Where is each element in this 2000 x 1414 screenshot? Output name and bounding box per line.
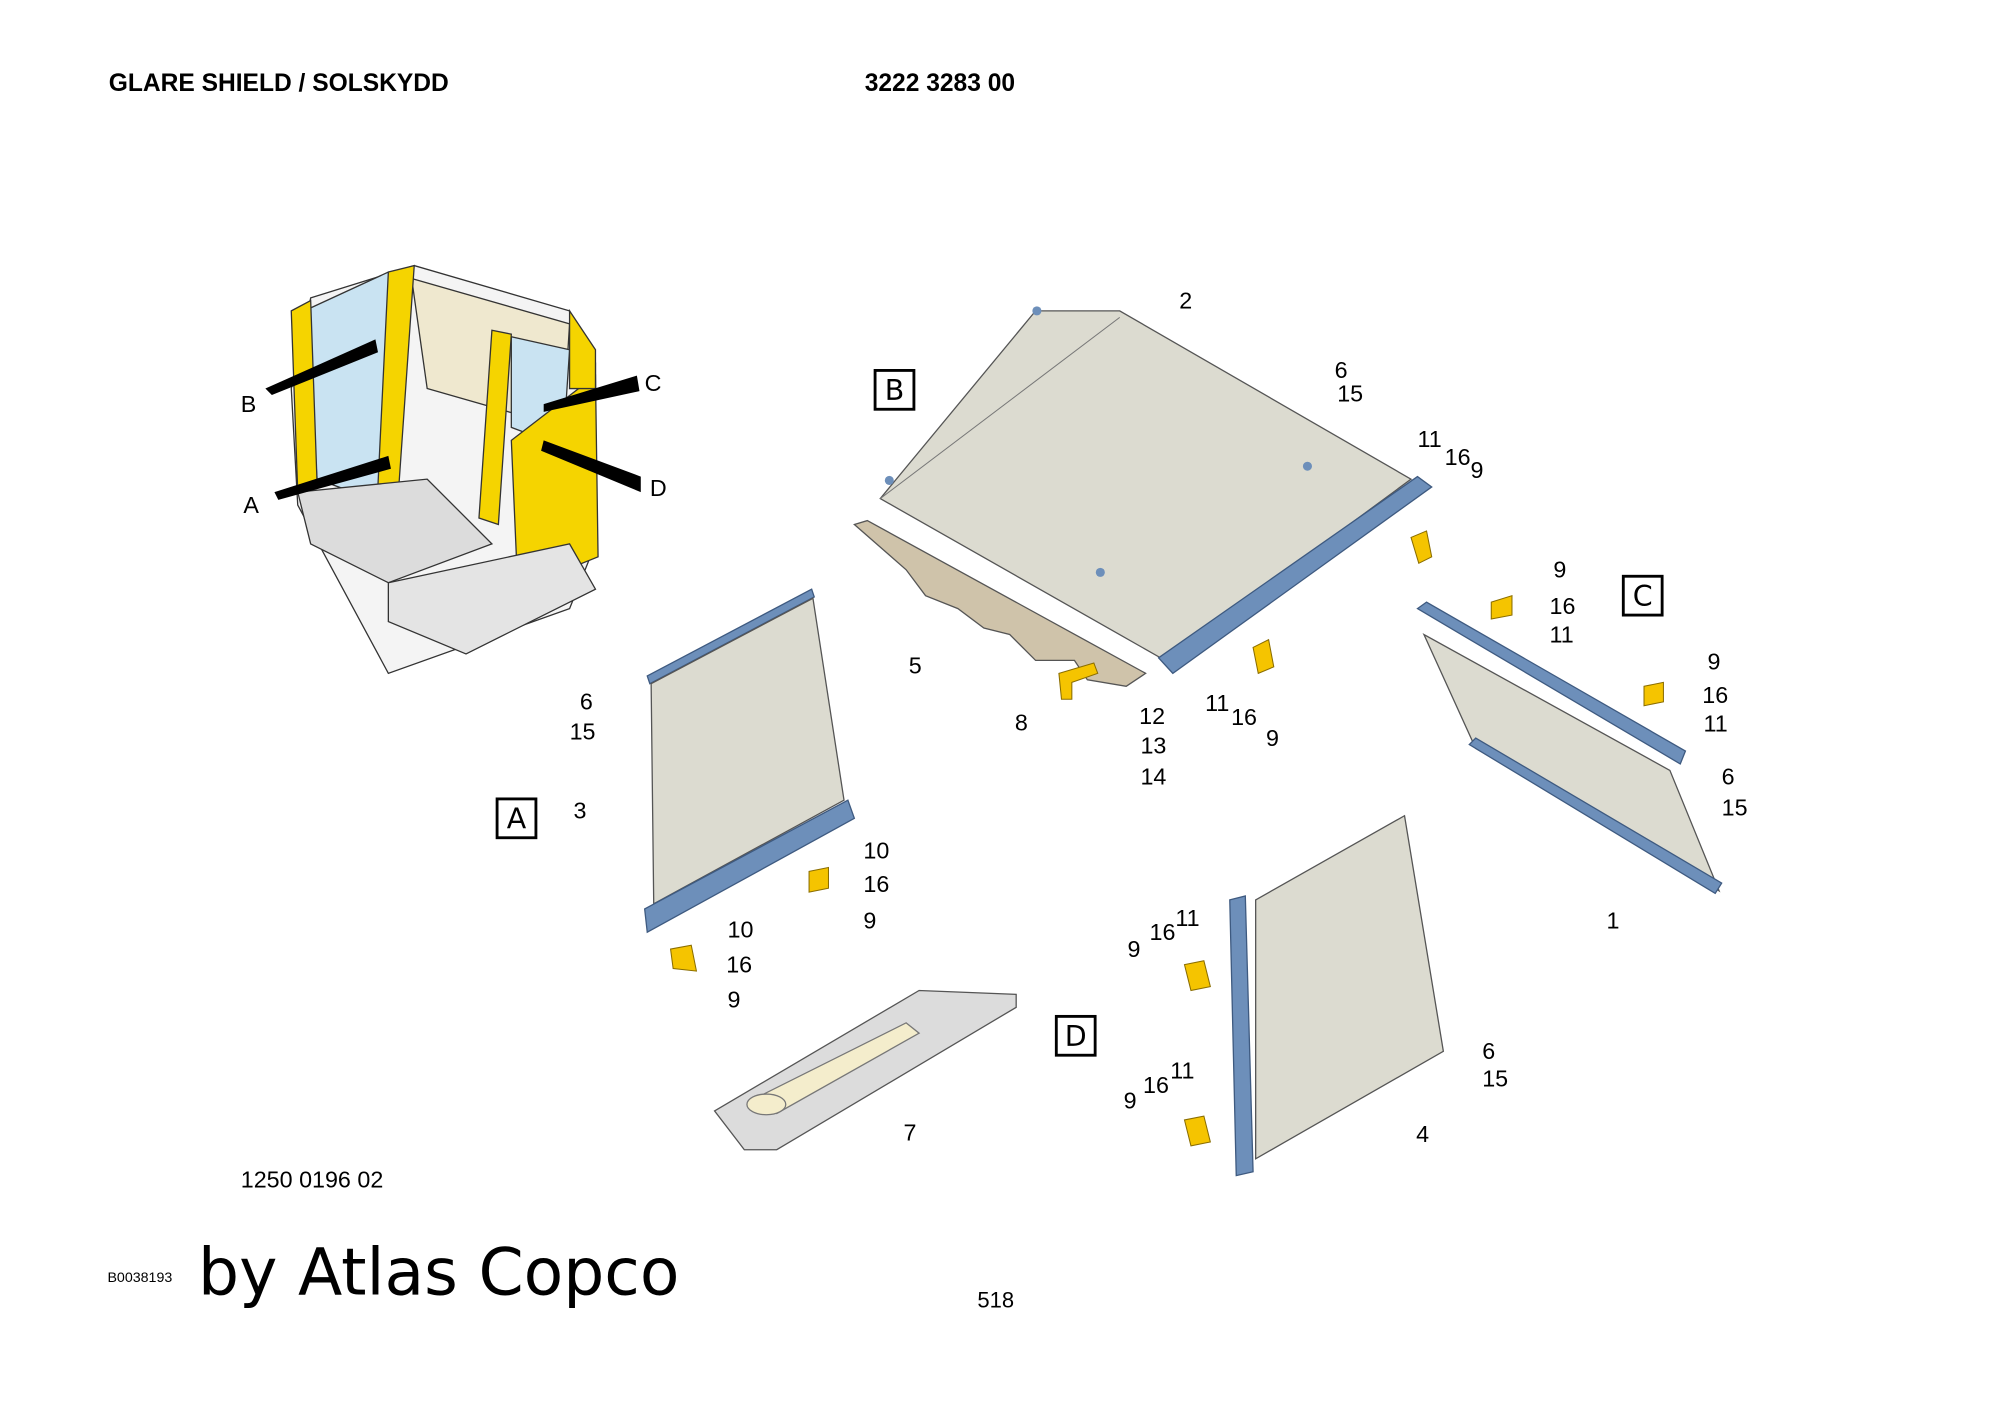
overview-label-a: A	[243, 492, 259, 518]
callout: 7	[904, 1120, 917, 1146]
callout: 4	[1416, 1121, 1429, 1147]
callout: 11	[1175, 905, 1199, 931]
callout: 9	[728, 986, 741, 1012]
callout: 9	[863, 907, 876, 933]
side-shield-part-1	[1416, 601, 1723, 895]
bracket-part-8	[1058, 662, 1099, 700]
callout: 16	[1150, 919, 1176, 945]
overview-label-c: C	[645, 370, 662, 396]
overview-label-b: B	[241, 391, 257, 417]
callout: 10	[728, 916, 754, 942]
callout: 16	[863, 871, 889, 897]
callout: 16	[1702, 682, 1728, 708]
callout: 9	[1128, 936, 1141, 962]
clip-icon	[1410, 530, 1433, 565]
callout: 8	[1015, 709, 1028, 735]
callout: 11	[1550, 621, 1574, 647]
svg-text:C: C	[1633, 580, 1653, 613]
callout: 16	[726, 951, 752, 977]
callout: 12	[1139, 703, 1165, 729]
callout: 6	[1482, 1038, 1495, 1064]
callout: 11	[1417, 426, 1441, 452]
callout: 2	[1179, 287, 1192, 313]
callout: 9	[1124, 1087, 1137, 1113]
roof-shield-part-2	[879, 306, 1433, 675]
cab-overview-illustration	[265, 264, 641, 675]
side-shield-part-3	[643, 588, 856, 934]
clip-icon	[669, 944, 698, 972]
callout: 11	[1205, 690, 1229, 716]
door-shield-part-4	[1229, 814, 1445, 1177]
brand-caption: by Atlas Copco	[198, 1236, 679, 1311]
callout: 15	[1337, 380, 1363, 406]
callout-labels: 2 6 15 11 16 9 9 16 11 9 16 11 6 15 1 5 …	[570, 287, 1748, 1147]
callout: 6	[1722, 764, 1735, 790]
view-box-d: D	[1054, 1014, 1097, 1057]
clip-icon	[1252, 638, 1275, 675]
callout: 16	[1550, 593, 1576, 619]
page-title: GLARE SHIELD / SOLSKYDD	[109, 70, 449, 97]
callout: 16	[1445, 444, 1471, 470]
svg-text:B: B	[885, 374, 905, 407]
callout: 10	[863, 837, 889, 863]
callout: 15	[570, 718, 596, 744]
callout: 6	[580, 689, 593, 715]
drawing-number: 1250 0196 02	[241, 1166, 384, 1192]
callout: 1	[1606, 907, 1619, 933]
callout: 3	[573, 797, 586, 823]
clip-icon	[1183, 1115, 1211, 1147]
callout: 11	[1704, 711, 1728, 737]
svg-text:A: A	[507, 803, 527, 836]
seal-strip-part-5	[853, 519, 1147, 687]
view-box-b: B	[873, 369, 916, 411]
image-code: B0038193	[107, 1270, 172, 1286]
callout: 13	[1140, 733, 1166, 759]
part-number: 3222 3283 00	[865, 70, 1015, 97]
callout: 16	[1143, 1072, 1169, 1098]
clip-icon	[1183, 960, 1211, 992]
callout: 14	[1140, 764, 1166, 790]
callout: 9	[1553, 557, 1566, 583]
callout: 6	[1335, 357, 1348, 383]
view-box-c: C	[1621, 574, 1664, 617]
page-number: 518	[977, 1288, 1014, 1313]
svg-text:D: D	[1065, 1020, 1087, 1053]
callout: 9	[1707, 648, 1720, 674]
clip-icon	[1643, 681, 1664, 707]
clip-icon	[1490, 594, 1513, 620]
callout: 5	[909, 652, 922, 678]
callout: 15	[1482, 1065, 1508, 1091]
overview-label-d: D	[650, 475, 667, 501]
callout: 9	[1471, 457, 1484, 483]
callout: 16	[1231, 704, 1257, 730]
storage-tray-part-7	[713, 989, 1017, 1151]
callout: 11	[1170, 1058, 1194, 1084]
clip-icon	[808, 866, 829, 893]
callout: 9	[1266, 725, 1279, 751]
callout: 15	[1722, 795, 1748, 821]
view-box-a: A	[495, 797, 538, 840]
